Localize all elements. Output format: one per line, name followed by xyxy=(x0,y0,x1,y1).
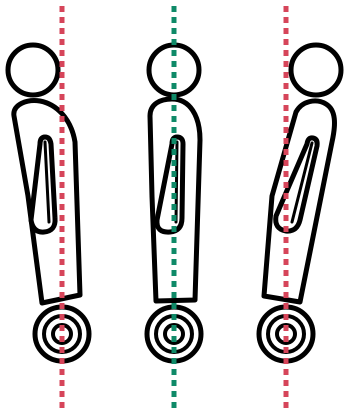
figure-center xyxy=(144,6,204,412)
figure-right-arm-divider xyxy=(290,141,314,224)
figure-left-arm-divider xyxy=(43,140,51,224)
figure-left xyxy=(5,6,92,412)
figure-right xyxy=(256,6,344,412)
figure-right-head xyxy=(288,42,344,98)
figure-left-head xyxy=(5,42,61,98)
